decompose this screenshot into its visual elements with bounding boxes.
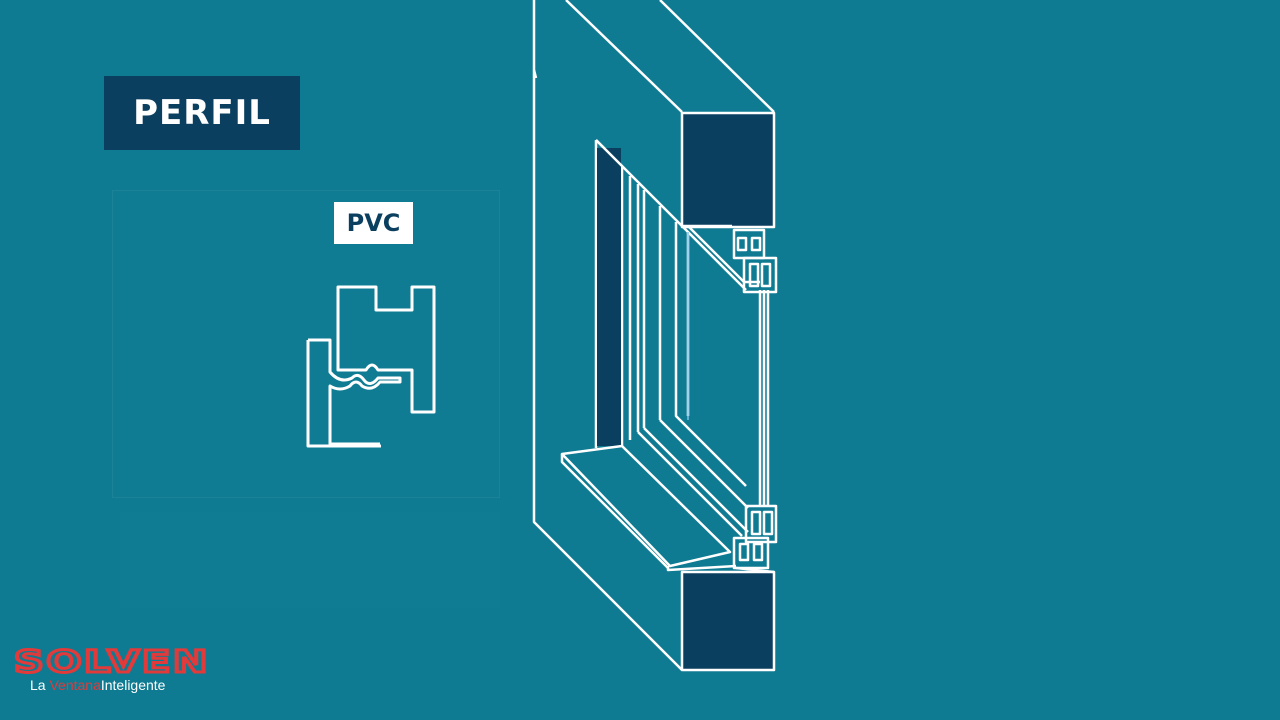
material-label-tag: PVC xyxy=(334,202,413,244)
svg-text:SOLVEN: SOLVEN xyxy=(14,646,210,676)
tagline-la: La xyxy=(30,677,46,693)
logo-tagline: La VentanaInteligente xyxy=(30,677,165,693)
solven-logo: SOLVEN La VentanaInteligente xyxy=(14,646,214,696)
tagline-inteligente: Inteligente xyxy=(100,677,166,693)
faded-background-panel xyxy=(112,190,500,498)
section-title-banner: PERFIL xyxy=(104,76,300,150)
pvc-profile-section-icon xyxy=(306,285,436,448)
material-label: PVC xyxy=(346,209,401,237)
solven-wordmark: SOLVEN xyxy=(14,646,210,676)
tagline-ventana: Ventana xyxy=(49,677,101,693)
window-frame-cutaway-illustration xyxy=(532,0,778,672)
section-title: PERFIL xyxy=(133,93,271,133)
